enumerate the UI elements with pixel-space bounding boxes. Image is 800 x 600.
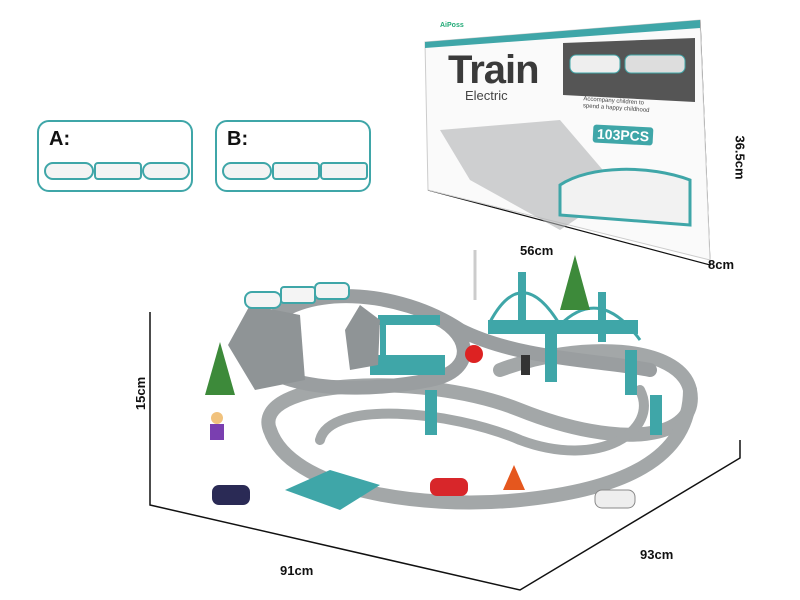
road-signs	[465, 250, 530, 375]
suspension-bridge	[425, 272, 662, 435]
option-b-card[interactable]: B:	[215, 120, 371, 192]
set-height-label: 15cm	[133, 376, 149, 411]
option-a-train-icon	[44, 162, 190, 180]
toy-cars	[212, 465, 636, 509]
option-b-train-icon	[222, 162, 368, 180]
piece-count-badge: 103PCS	[592, 124, 654, 146]
station	[370, 315, 445, 375]
option-a-card[interactable]: A:	[37, 120, 193, 192]
box-title: Train	[448, 48, 540, 92]
option-a-label: A:	[49, 128, 71, 150]
box-depth-label: 8cm	[708, 257, 735, 272]
box-height-label: 36.5cm	[732, 135, 748, 180]
set-depth-label: 93cm	[640, 547, 674, 562]
rock-tunnels	[228, 305, 380, 390]
train-on-track	[244, 282, 350, 309]
box-subtitle: Electric	[465, 88, 508, 103]
box-width-label: 56cm	[520, 243, 554, 258]
option-b-label: B:	[227, 128, 249, 150]
trees	[205, 255, 590, 395]
brand-logo: AiPoss	[440, 22, 464, 29]
crossing-ramp	[285, 470, 380, 510]
figure	[210, 412, 224, 440]
set-width-label: 91cm	[280, 563, 314, 578]
